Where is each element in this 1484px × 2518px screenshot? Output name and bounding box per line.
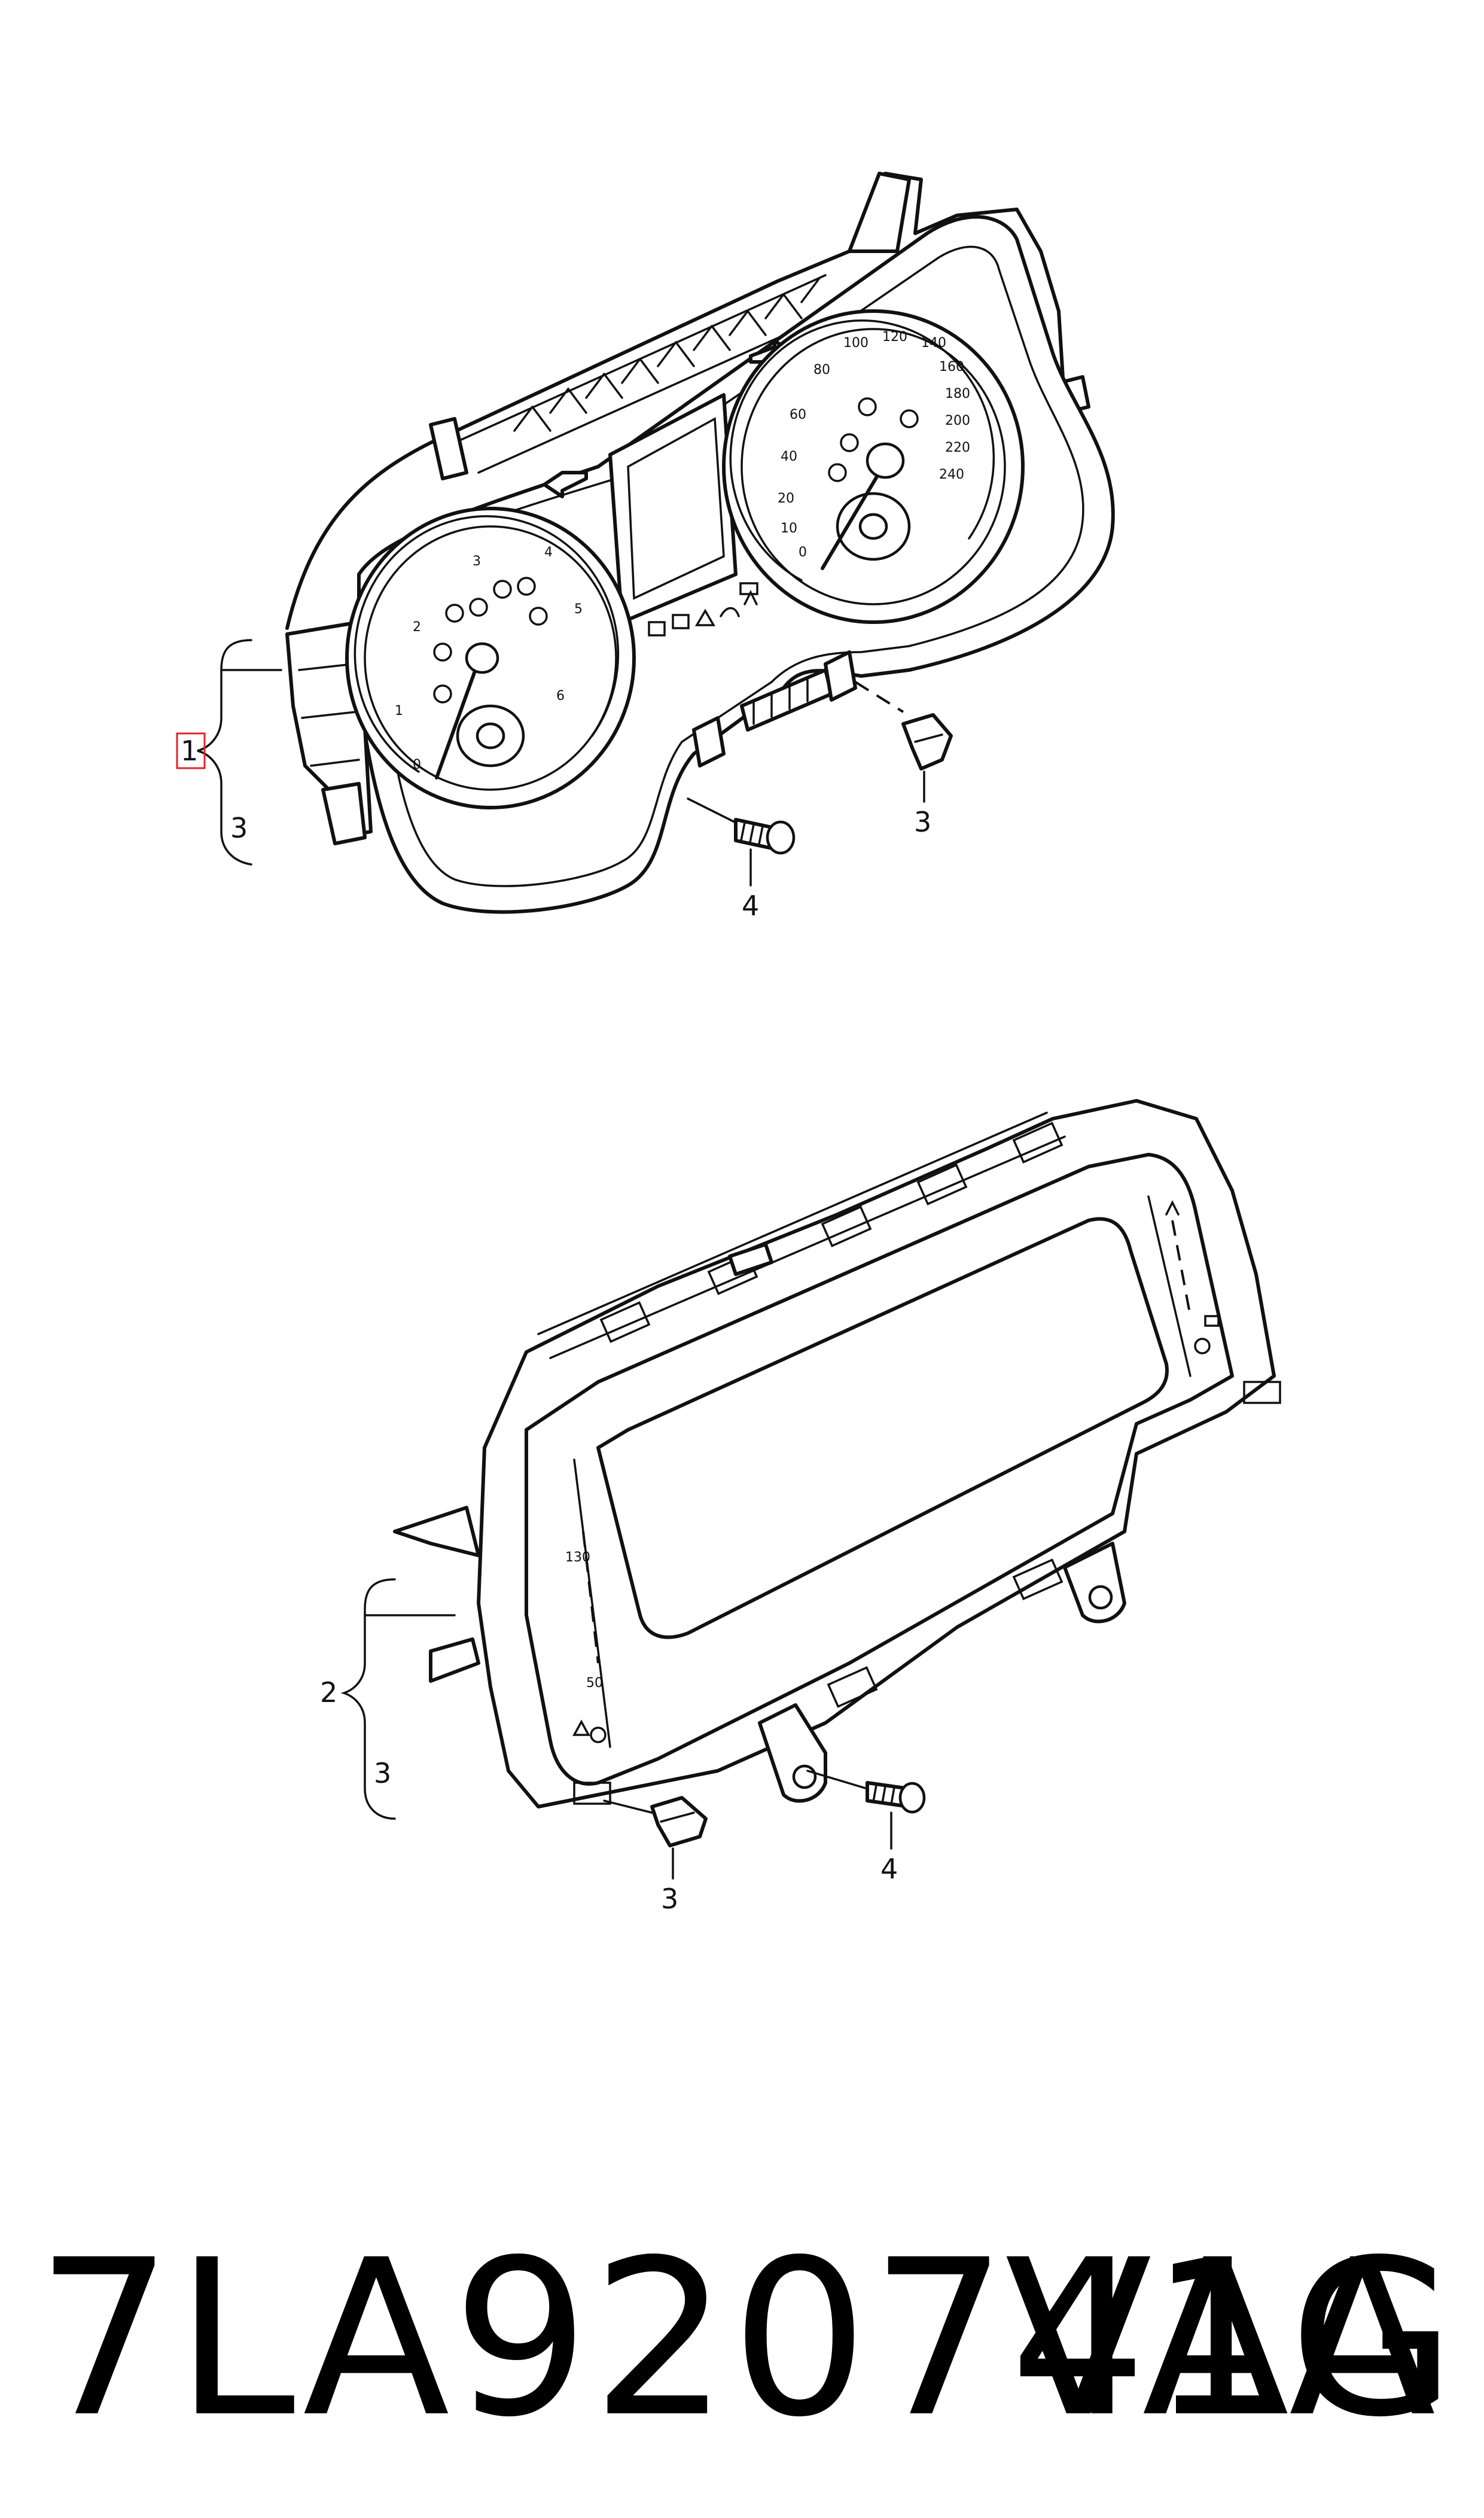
mounting-screw-lower: [806, 1770, 926, 1850]
analog-instrument-cluster: 0 1 2 3 4 5 6 0 10 20 40 60 80: [285, 172, 1115, 914]
warning-lamp-row: [648, 582, 758, 637]
speed-tick-100: 100: [843, 336, 869, 351]
side-scale-130: 130: [565, 1550, 590, 1565]
callouts-upper: 1 3 3 4: [176, 639, 931, 922]
tach-tick-4: 4: [544, 545, 553, 560]
tach-tick-2: 2: [413, 620, 421, 635]
top-ribs: [599, 1122, 1064, 1343]
callout-1: 1: [181, 735, 198, 767]
mounting-screw-upper: [687, 797, 796, 887]
part-number: 7LA920741A: [36, 2213, 1439, 2464]
tach-tick-6: 6: [556, 689, 565, 704]
mounting-clip-lower: [603, 1796, 708, 1880]
speed-tick-200: 200: [945, 413, 970, 428]
housing-ribs: [513, 277, 821, 432]
speed-tick-20: 20: [778, 491, 794, 506]
speed-tick-40: 40: [781, 449, 797, 464]
callouts-lower: 2 3 3 4: [320, 1578, 898, 1915]
speed-tick-140: 140: [921, 336, 946, 351]
side-scale-50: 50: [586, 1676, 603, 1691]
speed-tick-10: 10: [781, 521, 797, 536]
bottom-ribs: [573, 1381, 1281, 1805]
speed-tick-120: 120: [882, 330, 907, 345]
tach-tick-1: 1: [395, 704, 403, 718]
speed-tick-0: 0: [799, 545, 807, 560]
callout-3-clip-lower: 3: [661, 1883, 678, 1915]
callout-2: 2: [320, 1676, 337, 1709]
tach-tick-3: 3: [473, 554, 481, 569]
brand-name: VAG: [1004, 2213, 1459, 2464]
speed-tick-220: 220: [945, 440, 970, 455]
speedometer-dial: 0 10 20 40 60 80 100 120 140 160 180 200…: [722, 309, 1025, 624]
speed-tick-60: 60: [790, 407, 806, 422]
speed-tick-240: 240: [939, 467, 964, 482]
callout-3-bracket-upper: 3: [230, 812, 248, 844]
tach-tick-0: 0: [413, 757, 421, 772]
callout-4-screw-lower: 4: [880, 1853, 898, 1885]
digital-instrument-cluster: 130 50: [393, 1099, 1281, 1808]
footer: 7LA920741A VAG: [36, 2213, 1459, 2465]
tachometer-dial: 0 1 2 3 4 5 6: [345, 507, 636, 809]
speed-tick-80: 80: [813, 363, 830, 377]
callout-4-screw-upper: 4: [742, 890, 759, 922]
callout-3-clip-upper: 3: [914, 806, 931, 838]
speed-tick-180: 180: [945, 386, 970, 401]
mounting-clip-upper: [854, 681, 953, 803]
speed-tick-160: 160: [939, 360, 964, 374]
callout-3-bracket-lower: 3: [374, 1757, 391, 1789]
tach-tick-5: 5: [574, 602, 583, 617]
